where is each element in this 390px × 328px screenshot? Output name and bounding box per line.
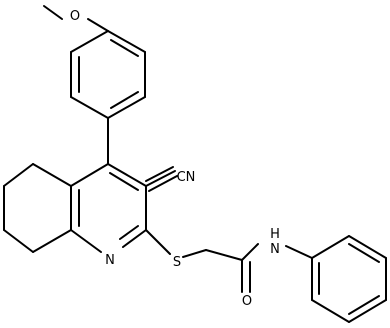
bond-co-nh bbox=[241, 243, 259, 261]
bond-py3 bbox=[122, 229, 147, 248]
bond-py-inner2 bbox=[119, 225, 139, 240]
bond-n-phenyl bbox=[285, 245, 313, 259]
bond-py4 bbox=[70, 229, 102, 253]
nitrile-group: CN bbox=[145, 166, 196, 192]
bond-py6 bbox=[70, 163, 109, 187]
bond-c-s bbox=[145, 229, 171, 255]
pyridine-ring: N bbox=[70, 163, 147, 268]
bond-ar1 bbox=[107, 30, 146, 53]
methoxyphenyl-ring bbox=[70, 30, 146, 119]
bond-ar4 bbox=[70, 96, 109, 119]
atom-carbonyl-o: O bbox=[242, 294, 252, 309]
bond-ch2 bbox=[3, 163, 34, 187]
atom-amide-n: N bbox=[270, 242, 280, 257]
atom-amide-h: H bbox=[270, 227, 280, 242]
bond-o-aryl bbox=[87, 18, 109, 32]
bond-ar3 bbox=[107, 96, 146, 119]
methoxy-group: O bbox=[43, 5, 109, 32]
bond-ph4 bbox=[348, 299, 387, 323]
phenyl-ring bbox=[311, 235, 387, 323]
atom-nitrile: CN bbox=[177, 170, 196, 185]
bond-ph5 bbox=[311, 299, 350, 323]
bond-s-ch2 bbox=[182, 249, 207, 258]
thioether-group: S bbox=[145, 229, 207, 270]
bond-ch2-co bbox=[205, 249, 243, 261]
bond-py-inner1 bbox=[109, 172, 139, 191]
bond-ar6 bbox=[70, 30, 109, 53]
bond-ph2 bbox=[348, 235, 387, 259]
acetamide-group: O H N bbox=[205, 227, 313, 309]
bond-py1 bbox=[107, 163, 147, 187]
bond-c-cn bbox=[145, 170, 176, 187]
bond-ph-inner2 bbox=[348, 295, 380, 315]
bond-ch5 bbox=[32, 229, 72, 253]
atom-sulfur: S bbox=[173, 255, 181, 270]
atom-ring-n: N bbox=[105, 253, 115, 268]
cyclohexane-ring bbox=[3, 163, 72, 253]
bond-ph-inner1 bbox=[348, 243, 380, 263]
atom-methoxy-o: O bbox=[70, 9, 80, 24]
bond-ar-inner2 bbox=[110, 91, 139, 109]
bond-ar-inner1 bbox=[110, 39, 139, 57]
bond-cn-triple1 bbox=[145, 166, 174, 182]
bond-ch1 bbox=[32, 163, 72, 187]
bond-cn-triple2 bbox=[148, 175, 178, 192]
bond-ph1 bbox=[311, 235, 350, 259]
bond-methyl-o bbox=[43, 5, 63, 20]
bond-ch4 bbox=[3, 229, 34, 253]
